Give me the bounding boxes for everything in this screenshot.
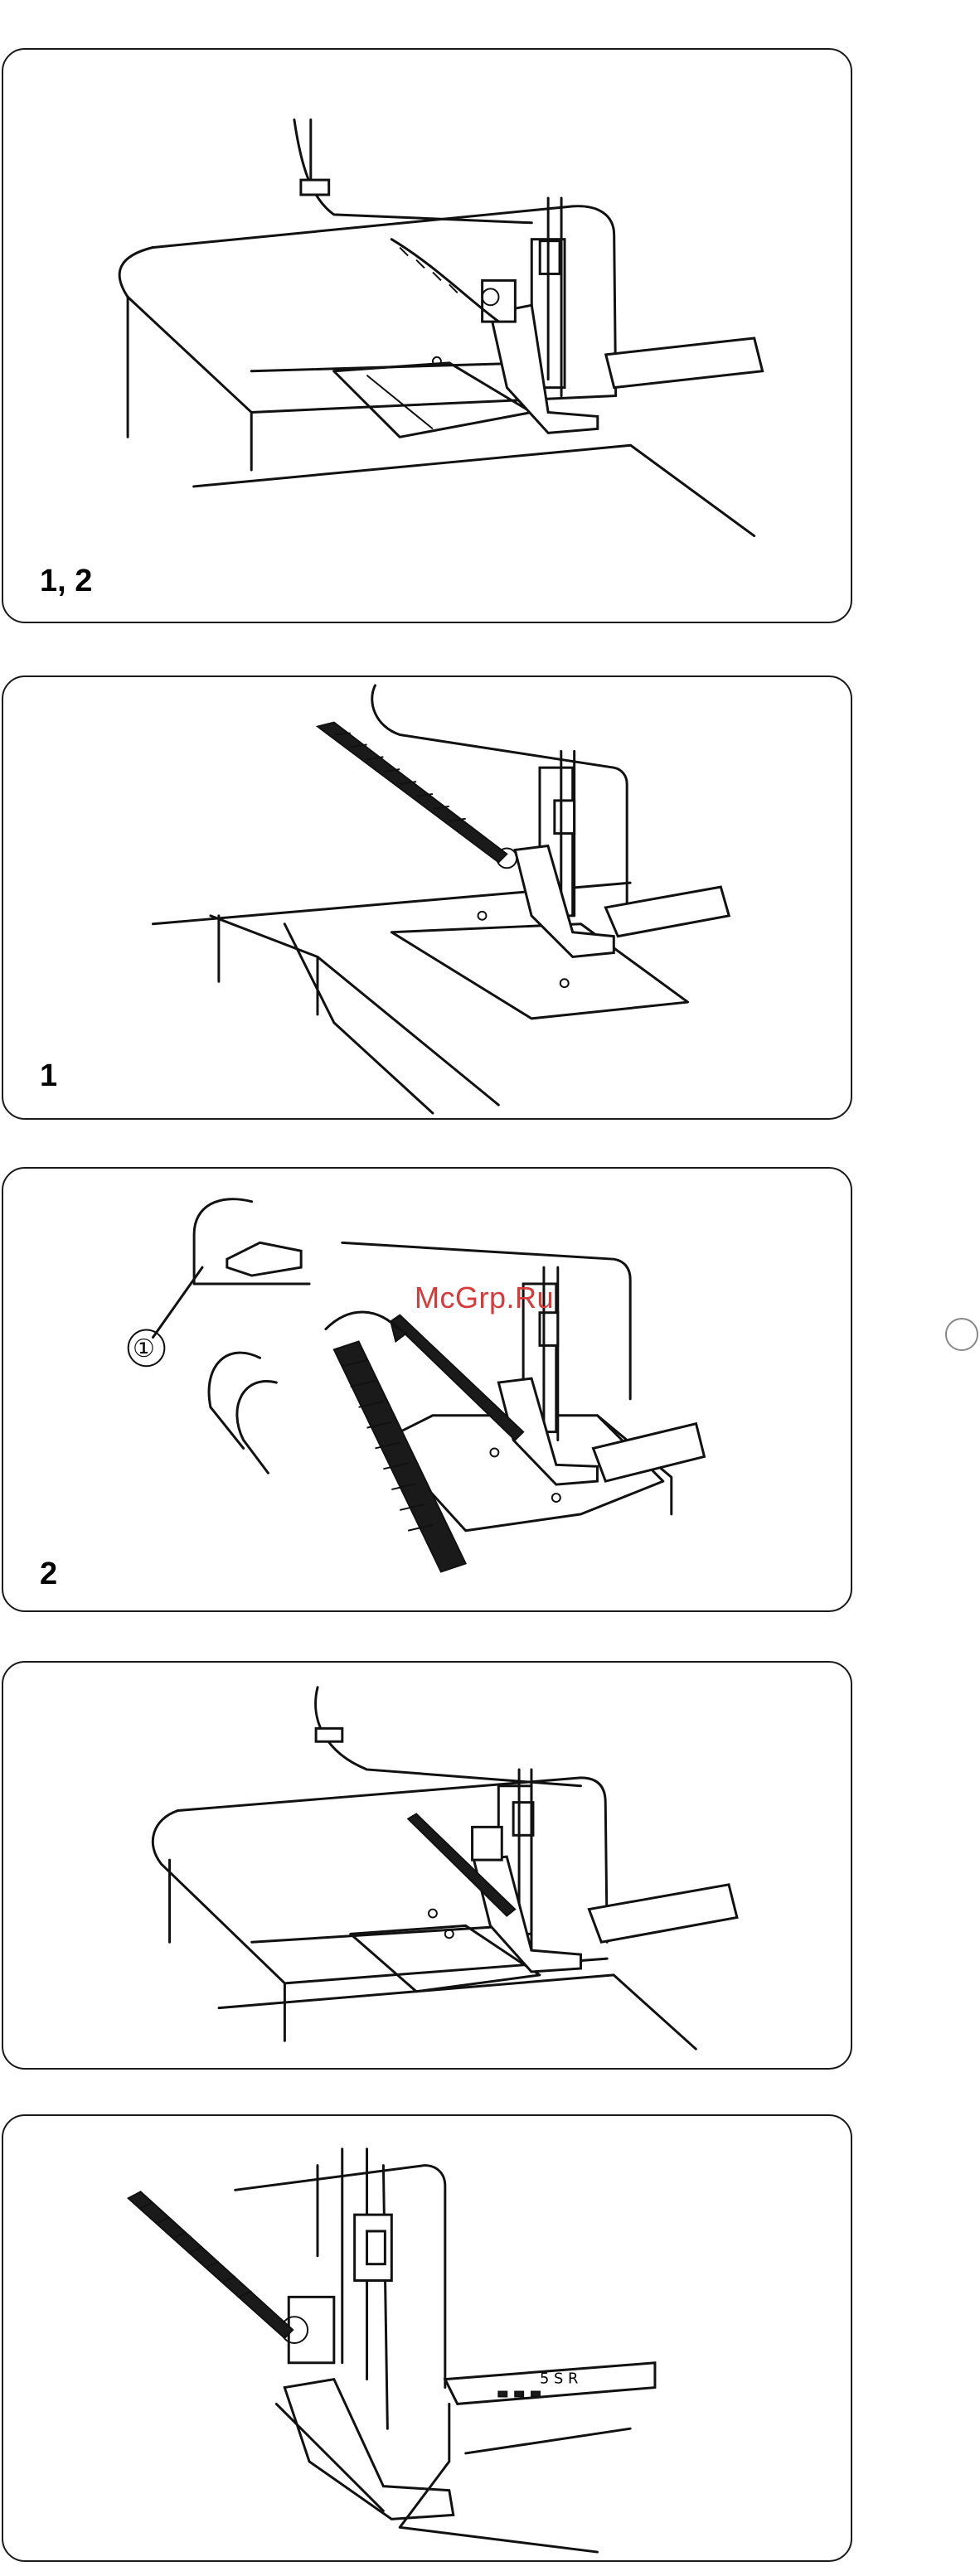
page-marker-circle (945, 1318, 978, 1351)
step-label: 2 (40, 1557, 57, 1592)
illustration-panel-4 (2, 1661, 852, 2070)
step-label: 1 (40, 1058, 57, 1094)
illustration-panel-2: 1 (2, 675, 852, 1120)
sewing-machine-drawing (3, 677, 851, 1118)
illustration-panel-3: ① 2 (2, 1167, 852, 1612)
sewing-machine-drawing (3, 50, 851, 622)
plate-markings: 5 S R (540, 2370, 578, 2388)
sewing-machine-drawing (3, 1663, 851, 2068)
watermark: McGrp.Ru (415, 1281, 554, 1315)
illustration-panel-1: 1, 2 (2, 48, 852, 623)
callout-number: ① (133, 1334, 155, 1363)
sewing-machine-drawing (3, 1169, 851, 1610)
sewing-machine-drawing: 5 S R (3, 2116, 851, 2560)
step-label: 1, 2 (40, 564, 92, 599)
illustration-panel-5: 5 S R (2, 2114, 852, 2562)
